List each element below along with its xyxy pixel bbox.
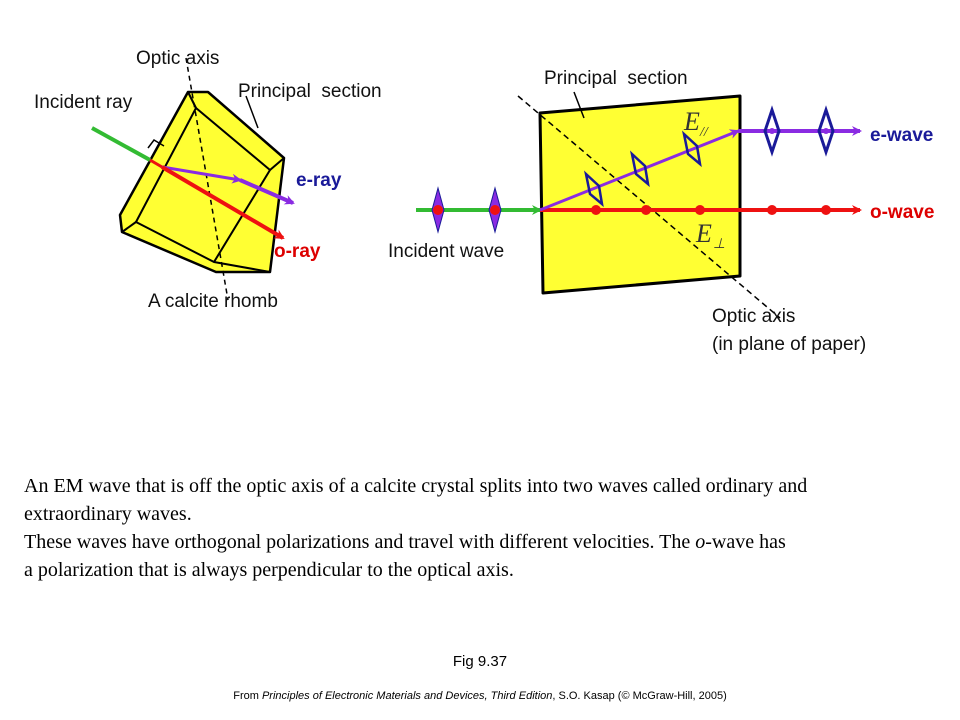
source-credit: From Principles of Electronic Materials … — [0, 690, 960, 702]
e-wave-label: e-wave — [870, 125, 933, 146]
source-suffix: , S.O. Kasap (© McGraw-Hill, 2005) — [552, 690, 727, 702]
caption-line-3-post: -wave has — [705, 531, 786, 553]
o-ray-label: o-ray — [274, 241, 321, 262]
e-wave-polarization-marks — [763, 105, 835, 157]
incident-ray — [91, 126, 151, 162]
principal-section-label-right: Principal section — [544, 68, 688, 89]
rhomb-edge — [269, 157, 285, 171]
incident-wave-label: Incident wave — [388, 241, 504, 262]
figure-number: Fig 9.37 — [452, 653, 508, 670]
o-ray — [160, 165, 285, 240]
figure-caption: An EM wave that is off the optic axis of… — [24, 472, 960, 584]
e-ray-inside — [161, 165, 242, 184]
e-ray-label: e-ray — [296, 170, 342, 191]
rhomb-edge — [213, 261, 271, 273]
o-wave-polarization-dots — [591, 205, 831, 215]
e-ray-exit — [239, 178, 295, 205]
calcite-rhomb — [118, 90, 286, 274]
source-title: Principles of Electronic Materials and D… — [261, 690, 553, 702]
caption-line-1: An EM wave that is off the optic axis of… — [24, 475, 808, 497]
e-perp-symbol: E — [695, 219, 712, 248]
caption-line-3: These waves have orthogonal polarization… — [24, 528, 960, 556]
rhomb-edge — [121, 221, 137, 233]
e-wave-inside-polarization-marks — [584, 130, 702, 208]
incident-ray-inside — [149, 158, 163, 169]
caption-line-3-pre: These waves have orthogonal polarization… — [24, 531, 696, 553]
calcite-birefringence-diagram: Optic axis Principal section Incident ra… — [34, 48, 934, 355]
source-prefix: From — [233, 690, 262, 702]
calcite-rhomb-label: A calcite rhomb — [148, 291, 278, 312]
incident-ray-label: Incident ray — [34, 92, 133, 113]
e-parallel-symbol: E — [683, 107, 700, 136]
optic-axis-label-left: Optic axis — [136, 48, 219, 69]
o-wave-label: o-wave — [870, 202, 934, 223]
optic-axis-label-right-line2: (in plane of paper) — [712, 334, 866, 355]
optic-axis-label-right-line1: Optic axis — [712, 306, 795, 327]
right-angle-mark — [147, 139, 165, 149]
incident-polarization-marks — [431, 186, 502, 234]
rhomb-body — [118, 90, 286, 274]
caption-line-2: extraordinary waves. — [24, 503, 192, 525]
e-parallel-subscript: // — [699, 125, 709, 140]
e-perp-subscript: ⊥ — [713, 237, 725, 252]
optic-axis-line-left — [185, 57, 229, 301]
caption-line-4: a polarization that is always perpendicu… — [24, 559, 514, 581]
principal-section-plate — [538, 94, 742, 295]
e-wave-inside — [539, 129, 740, 212]
principal-section-leader-right — [573, 91, 585, 119]
principal-section-label-left: Principal section — [238, 81, 382, 102]
caption-line-3-italic: o — [695, 531, 706, 553]
principal-section-leader-left — [245, 95, 259, 129]
